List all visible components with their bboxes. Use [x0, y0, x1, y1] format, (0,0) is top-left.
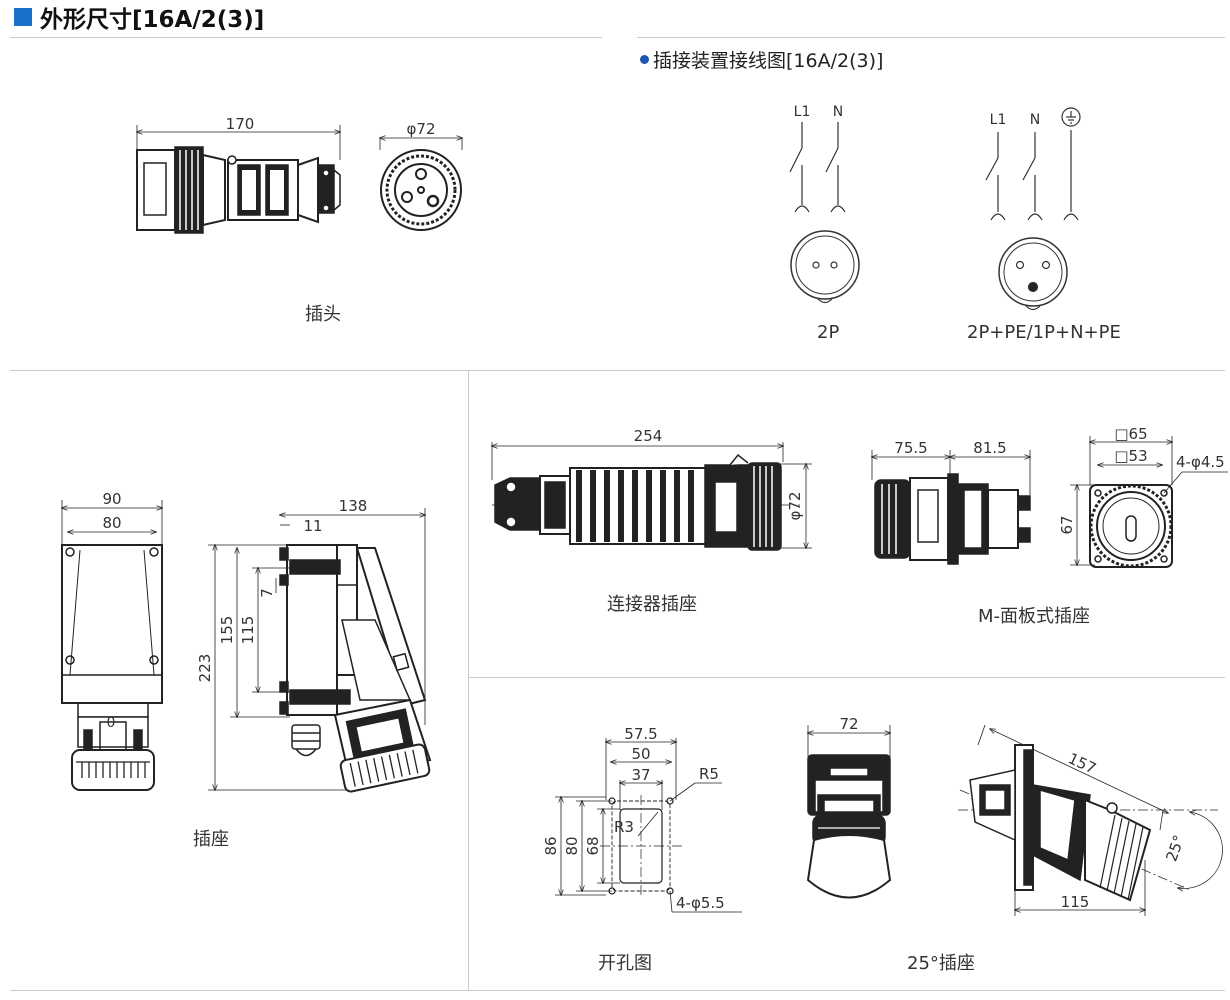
cutout-w3-dim: 37 [631, 766, 650, 784]
cutout-caption: 开孔图 [598, 953, 652, 974]
wiring-2p-caption: 2P [817, 322, 840, 343]
socket-mid-height-dim: 155 [218, 616, 236, 645]
section-divider-bottom [10, 990, 1225, 991]
wiring-title-text: 插接装置接线图[16A/2(3)] [653, 50, 884, 72]
cutout-h2-dim: 80 [563, 836, 581, 855]
cutout-w1-dim: 57.5 [624, 725, 657, 743]
panel-outer-square-dim: □65 [1114, 425, 1147, 443]
angled-front-drawing [806, 725, 892, 899]
wiring-title: 插接装置接线图[16A/2(3)] [640, 46, 883, 73]
section-divider-top [10, 370, 1225, 371]
cutout-h3-dim: 68 [584, 836, 602, 855]
socket-inner-height-dim: 115 [239, 616, 257, 645]
plug-side-drawing [136, 125, 340, 234]
angled-side-drawing [958, 724, 1223, 916]
socket-outer-width-dim: 90 [102, 490, 121, 508]
socket-front-drawing [61, 500, 163, 791]
wiring-3p-l1-label: L1 [990, 112, 1007, 128]
panel-side-drawing [872, 450, 1030, 565]
page-title-text: 外形尺寸[16A/2(3)] [40, 7, 265, 33]
connector-caption: 连接器插座 [607, 594, 697, 615]
cutout-w2-dim: 50 [631, 745, 650, 763]
angled-length-dim: 157 [1065, 749, 1099, 777]
socket-zero-label: 0 [107, 715, 116, 731]
wiring-2p-n-label: N [833, 104, 843, 120]
cutout-r3-dim: R3 [614, 818, 634, 836]
connector-length-dim: 254 [634, 427, 663, 445]
panel-front-drawing [1070, 436, 1228, 568]
section-divider-middle [469, 677, 1225, 678]
panel-caption: M-面板式插座 [978, 606, 1091, 627]
socket-total-height-dim: 223 [196, 654, 214, 683]
connector-drawing [492, 442, 812, 551]
panel-height-dim: 67 [1058, 515, 1076, 534]
wiring-2p-diagram [789, 122, 860, 304]
wiring-3p-diagram [985, 107, 1081, 311]
page-title: 外形尺寸[16A/2(3)] [14, 0, 264, 34]
plug-diameter-dim: φ72 [407, 120, 436, 138]
cutout-h1-dim: 86 [542, 836, 560, 855]
panel-holes-dim: 4-φ4.5 [1176, 453, 1225, 471]
cutout-drawing [555, 738, 742, 913]
socket-offset-dim: 11 [303, 517, 322, 535]
header-divider-left [10, 37, 602, 38]
angled-angle-dim: 25° [1162, 833, 1188, 864]
socket-inner-width-dim: 80 [102, 514, 121, 532]
plug-caption: 插头 [305, 304, 341, 325]
socket-depth-dim: 138 [339, 497, 368, 515]
cutout-holes-dim: 4-φ5.5 [676, 894, 725, 912]
panel-d1-dim: 75.5 [894, 439, 927, 457]
socket-side-drawing [208, 508, 432, 793]
wiring-2p-l1-label: L1 [794, 104, 811, 120]
socket-caption: 插座 [193, 829, 229, 850]
plug-length-dim: 170 [226, 115, 255, 133]
title-square-icon [14, 8, 32, 26]
angled-base-dim: 115 [1061, 893, 1090, 911]
cutout-r5-dim: R5 [699, 765, 719, 783]
panel-d2-dim: 81.5 [973, 439, 1006, 457]
angled-width-dim: 72 [839, 715, 858, 733]
bullet-icon [640, 55, 649, 64]
plug-front-drawing [380, 138, 462, 231]
socket-small-dim: 7 [258, 588, 276, 598]
wiring-3p-n-label: N [1030, 112, 1040, 128]
header-divider-right [637, 37, 1225, 38]
angled-caption: 25°插座 [907, 953, 975, 974]
panel-inner-square-dim: □53 [1114, 447, 1147, 465]
section-divider-vertical [468, 370, 469, 990]
connector-diameter-dim: φ72 [786, 492, 804, 521]
wiring-3p-caption: 2P+PE/1P+N+PE [967, 322, 1121, 343]
